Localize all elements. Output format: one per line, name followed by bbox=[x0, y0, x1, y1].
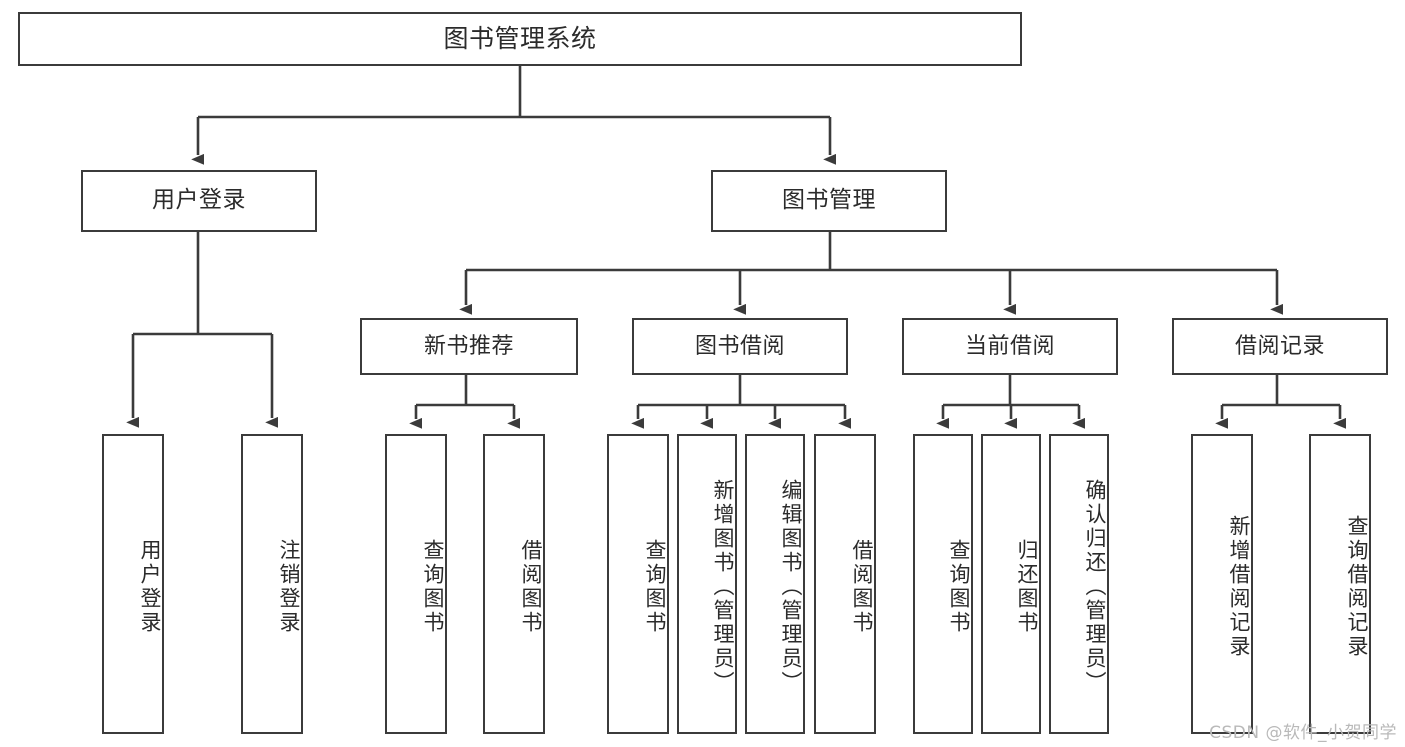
node-book-management[interactable]: 图书管理 bbox=[711, 170, 947, 232]
watermark: CSDN @软件_小贺同学 bbox=[1209, 723, 1397, 743]
leaf-borrow-query-book-label: 查询图书 bbox=[643, 539, 667, 635]
node-user-login[interactable]: 用户登录 bbox=[81, 170, 317, 232]
node-borrow-record[interactable]: 借阅记录 bbox=[1172, 318, 1388, 375]
leaf-recommend-borrow-book-label: 借阅图书 bbox=[519, 539, 543, 635]
leaf-return-book[interactable]: 归还图书 bbox=[981, 434, 1041, 734]
leaf-add-borrow-record[interactable]: 新增借阅记录 bbox=[1191, 434, 1253, 734]
leaf-edit-book-admin-label: 编辑图书（管理员） bbox=[779, 479, 803, 695]
leaf-add-borrow-record-label: 新增借阅记录 bbox=[1227, 515, 1251, 659]
node-current-borrow[interactable]: 当前借阅 bbox=[902, 318, 1118, 375]
leaf-edit-book-admin[interactable]: 编辑图书（管理员） bbox=[745, 434, 805, 734]
leaf-logout[interactable]: 注销登录 bbox=[241, 434, 303, 734]
leaf-borrow-book[interactable]: 借阅图书 bbox=[814, 434, 876, 734]
leaf-borrow-query-book[interactable]: 查询图书 bbox=[607, 434, 669, 734]
leaf-add-book-admin-label: 新增图书（管理员） bbox=[711, 479, 735, 695]
node-user-login-label: 用户登录 bbox=[152, 187, 246, 214]
leaf-query-borrow-record-label: 查询借阅记录 bbox=[1345, 515, 1369, 659]
node-root-label: 图书管理系统 bbox=[443, 24, 597, 54]
node-book-management-label: 图书管理 bbox=[782, 187, 876, 214]
leaf-current-query-book-label: 查询图书 bbox=[947, 539, 971, 635]
node-book-borrow[interactable]: 图书借阅 bbox=[632, 318, 848, 375]
leaf-query-borrow-record[interactable]: 查询借阅记录 bbox=[1309, 434, 1371, 734]
leaf-logout-label: 注销登录 bbox=[277, 539, 301, 635]
leaf-user-login[interactable]: 用户登录 bbox=[102, 434, 164, 734]
node-new-book-recommend-label: 新书推荐 bbox=[423, 333, 514, 359]
node-new-book-recommend[interactable]: 新书推荐 bbox=[360, 318, 578, 375]
leaf-return-book-label: 归还图书 bbox=[1015, 539, 1039, 635]
leaf-confirm-return-admin[interactable]: 确认归还（管理员） bbox=[1049, 434, 1109, 734]
node-root-book-management-system[interactable]: 图书管理系统 bbox=[18, 12, 1022, 66]
leaf-confirm-return-admin-label: 确认归还（管理员） bbox=[1083, 479, 1107, 695]
node-borrow-record-label: 借阅记录 bbox=[1234, 333, 1325, 359]
leaf-user-login-label: 用户登录 bbox=[138, 539, 162, 635]
node-book-borrow-label: 图书借阅 bbox=[694, 333, 785, 359]
leaf-recommend-borrow-book[interactable]: 借阅图书 bbox=[483, 434, 545, 734]
leaf-add-book-admin[interactable]: 新增图书（管理员） bbox=[677, 434, 737, 734]
leaf-borrow-book-label: 借阅图书 bbox=[850, 539, 874, 635]
node-current-borrow-label: 当前借阅 bbox=[964, 333, 1055, 359]
leaf-recommend-query-book-label: 查询图书 bbox=[421, 539, 445, 635]
leaf-current-query-book[interactable]: 查询图书 bbox=[913, 434, 973, 734]
leaf-recommend-query-book[interactable]: 查询图书 bbox=[385, 434, 447, 734]
